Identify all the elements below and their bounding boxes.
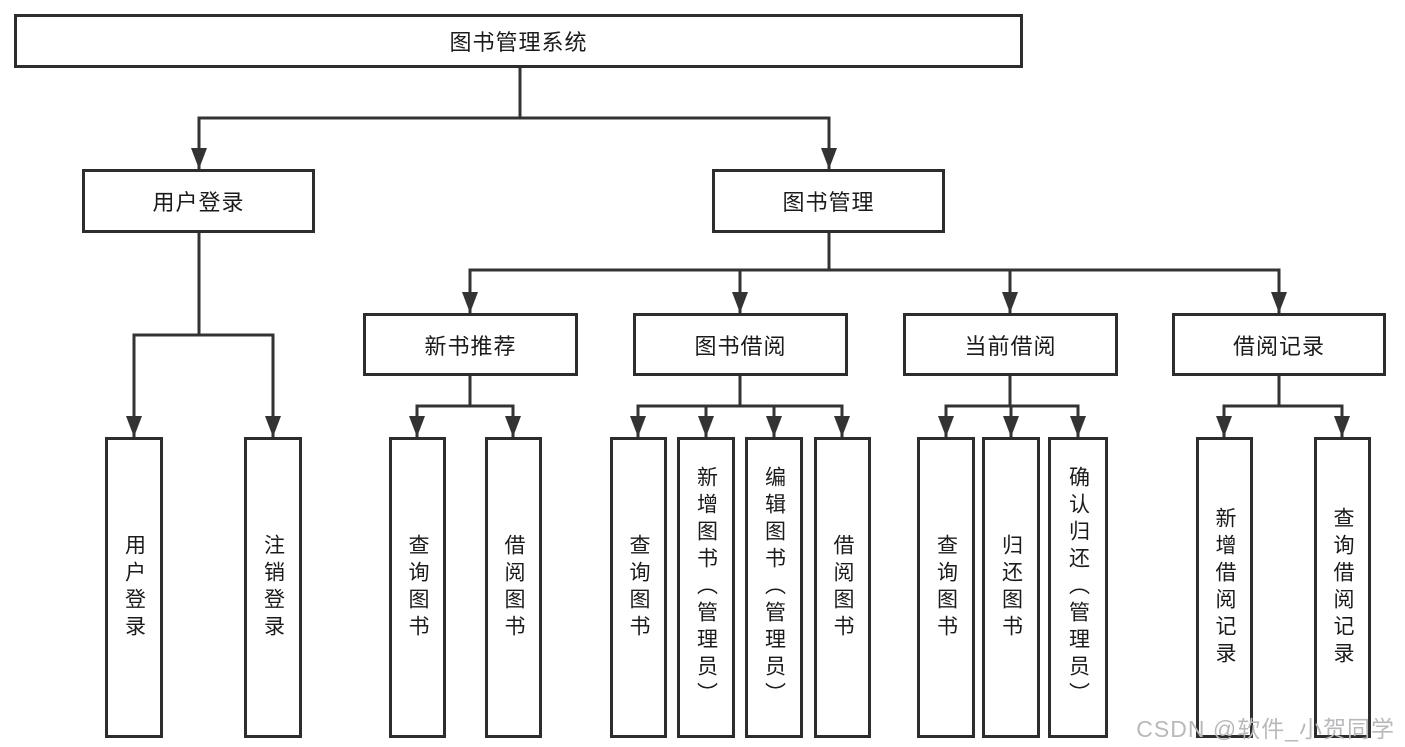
node-label: 图书借阅 xyxy=(694,333,787,359)
node-label: 查询图书 xyxy=(934,533,958,642)
node-library-management-system: 图书管理系统 xyxy=(14,14,1023,68)
node-label: 查询图书 xyxy=(627,533,650,642)
node-label: 新增图书（管理员） xyxy=(694,466,718,709)
node-label: 新增借阅记录 xyxy=(1213,506,1236,669)
leaf-query-borrow-record: 查询借阅记录 xyxy=(1314,437,1371,738)
leaf-return-books: 归还图书 xyxy=(982,437,1040,738)
node-book-borrow: 图书借阅 xyxy=(633,313,848,376)
node-user-login: 用户登录 xyxy=(82,169,315,233)
leaf-query-books: 查询图书 xyxy=(389,437,446,738)
leaf-query-books: 查询图书 xyxy=(917,437,975,738)
leaf-logout: 注销登录 xyxy=(244,437,302,738)
node-label: 借阅记录 xyxy=(1232,333,1325,359)
leaf-confirm-return-admin: 确认归还（管理员） xyxy=(1048,437,1108,738)
node-new-book-recommend: 新书推荐 xyxy=(363,313,578,376)
leaf-query-books: 查询图书 xyxy=(610,437,667,738)
node-book-management: 图书管理 xyxy=(712,169,945,233)
node-label: 图书管理系统 xyxy=(449,30,588,55)
node-label: 借阅图书 xyxy=(502,533,525,642)
node-label: 归还图书 xyxy=(999,533,1023,642)
node-label: 编辑图书（管理员） xyxy=(762,466,786,709)
node-label: 新书推荐 xyxy=(424,333,517,359)
leaf-add-books-admin: 新增图书（管理员） xyxy=(677,437,735,738)
node-label: 查询借阅记录 xyxy=(1331,506,1354,669)
watermark: CSDN @软件_小贺同学 xyxy=(1136,716,1395,742)
node-current-borrow: 当前借阅 xyxy=(903,313,1118,376)
node-label: 图书管理 xyxy=(782,190,875,215)
leaf-add-borrow-record: 新增借阅记录 xyxy=(1196,437,1253,738)
node-label: 查询图书 xyxy=(406,533,429,642)
node-label: 用户登录 xyxy=(122,533,146,642)
node-borrow-record: 借阅记录 xyxy=(1172,313,1386,376)
leaf-user-login: 用户登录 xyxy=(105,437,163,738)
node-label: 用户登录 xyxy=(152,190,245,215)
leaf-borrow-books: 借阅图书 xyxy=(485,437,542,738)
node-label: 确认归还（管理员） xyxy=(1066,466,1090,709)
leaf-edit-books-admin: 编辑图书（管理员） xyxy=(745,437,803,738)
node-label: 注销登录 xyxy=(261,533,285,642)
leaf-borrow-books: 借阅图书 xyxy=(814,437,871,738)
node-label: 借阅图书 xyxy=(831,533,854,642)
node-label: 当前借阅 xyxy=(964,333,1057,359)
